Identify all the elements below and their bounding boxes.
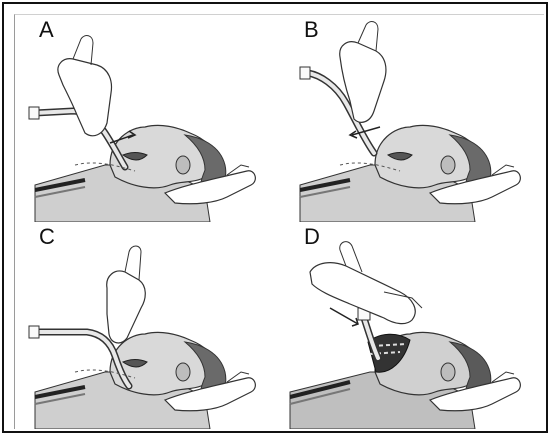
- illustration-a: [15, 15, 279, 222]
- panel-a: A: [15, 15, 279, 222]
- illustration-b: [280, 15, 544, 222]
- illustration-d: [280, 222, 544, 429]
- panel-c: C: [15, 222, 279, 429]
- panel-b: B: [280, 15, 544, 222]
- panel-d: D: [280, 222, 544, 429]
- figure-frame: A: [2, 2, 548, 433]
- figure-grid: A: [14, 14, 544, 429]
- illustration-c: [15, 222, 279, 429]
